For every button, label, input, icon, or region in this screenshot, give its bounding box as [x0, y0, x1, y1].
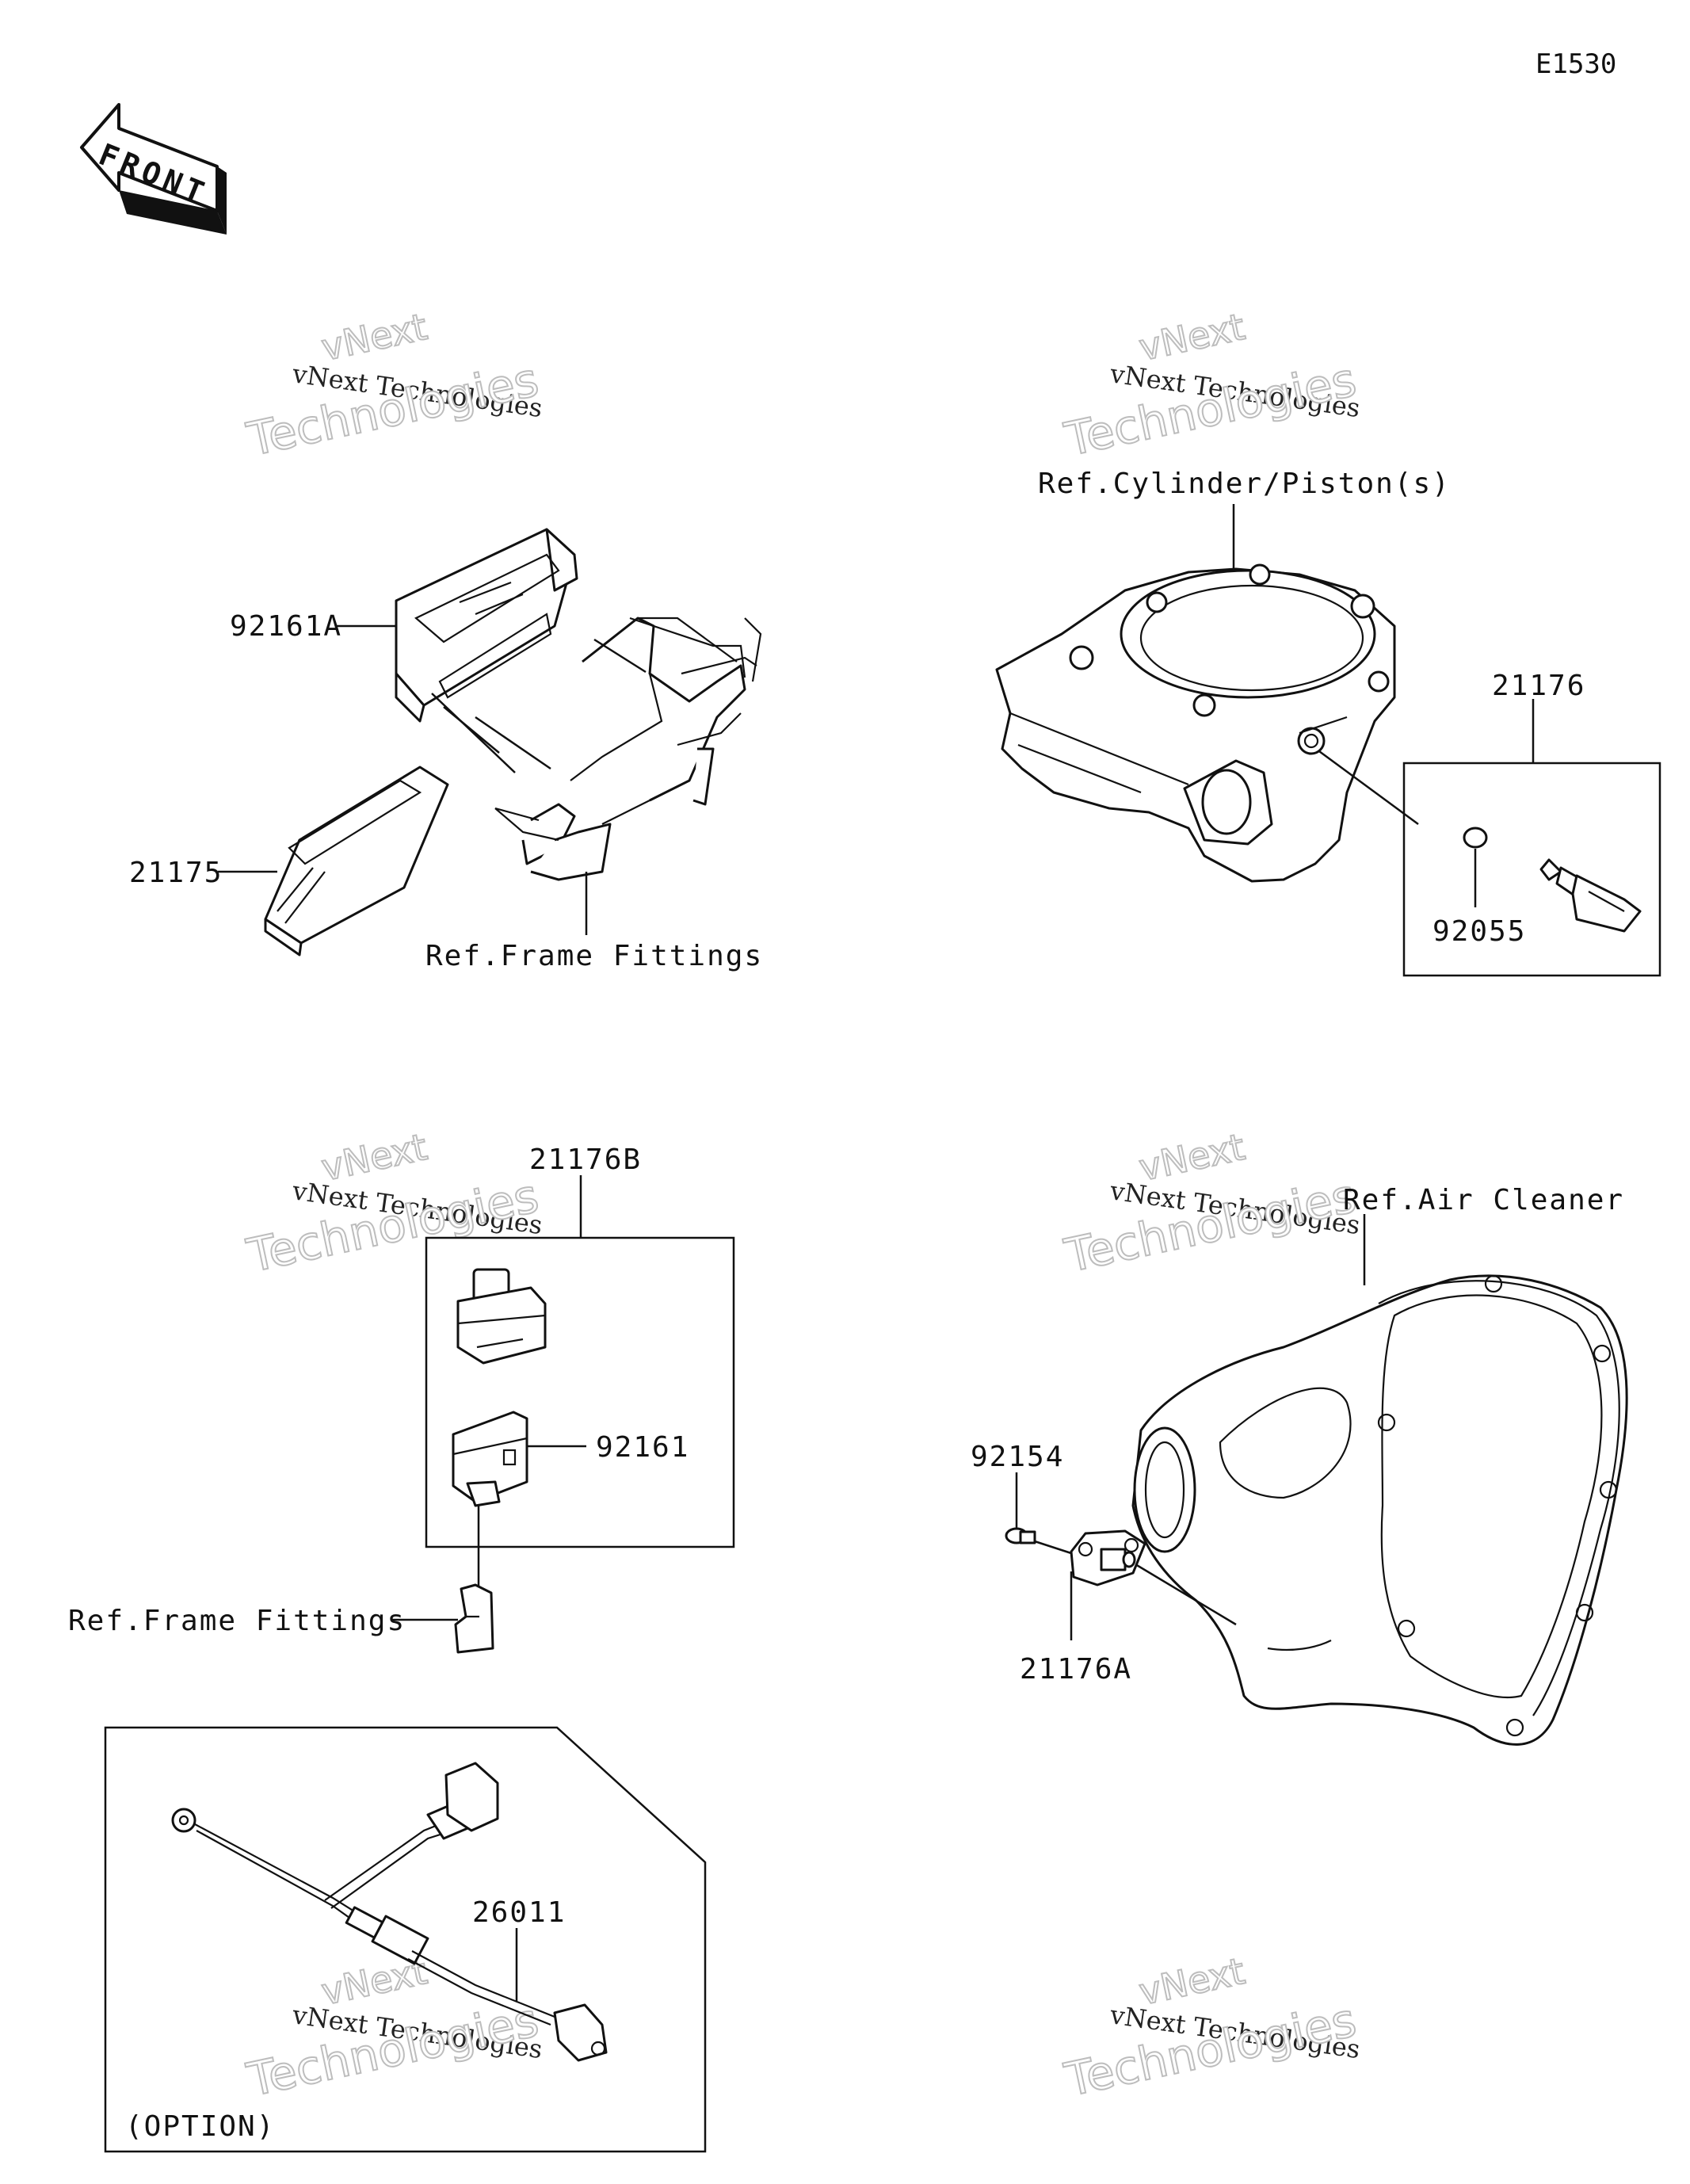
ecu-bracket — [494, 617, 762, 881]
label-92161A: 92161A — [230, 610, 342, 643]
diagram-code: E1530 — [1535, 48, 1616, 80]
ecu-cover-92161A — [395, 528, 578, 723]
watermark: vNext vNext Technologies Technologies — [242, 304, 544, 468]
ecu-unit-21175 — [264, 766, 449, 956]
air-cleaner-housing — [1131, 1274, 1628, 1746]
cylinder — [995, 563, 1396, 883]
connector-cap — [456, 1268, 547, 1365]
label-21175: 21175 — [129, 857, 223, 889]
label-92055: 92055 — [1432, 915, 1526, 948]
label-92154: 92154 — [971, 1441, 1064, 1473]
front-arrow-icon: FRONT — [80, 103, 227, 235]
wiring-harness-26011 — [171, 1762, 608, 2062]
watermark: vNext vNext Technologies Technologies — [1059, 304, 1362, 468]
connector-92161 — [452, 1411, 528, 1507]
svg-text:Technologies: Technologies — [242, 1993, 544, 2107]
svg-text:vNext: vNext — [1135, 305, 1249, 369]
group-box-21176 — [1402, 762, 1661, 977]
screw-92154 — [1005, 1527, 1036, 1544]
label-21176B: 21176B — [529, 1144, 642, 1176]
svg-text:vNext: vNext — [1135, 1125, 1249, 1189]
label-ref-frame-fittings-2: Ref.Frame Fittings — [68, 1605, 406, 1637]
frame-clip — [454, 1583, 494, 1654]
label-21176A: 21176A — [1020, 1653, 1132, 1686]
svg-text:vNext: vNext — [318, 1125, 431, 1189]
svg-text:vNext: vNext — [318, 305, 431, 369]
svg-text:Technologies: Technologies — [242, 1169, 544, 1283]
o-ring-92055 — [1463, 827, 1488, 849]
label-ref-frame-fittings-1: Ref.Frame Fittings — [425, 940, 763, 972]
label-option: (OPTION) — [125, 2110, 275, 2143]
label-92161: 92161 — [596, 1431, 689, 1464]
svg-text:vNext: vNext — [1135, 1949, 1249, 2014]
label-ref-cylinder-piston: Ref.Cylinder/Piston(s) — [1038, 468, 1451, 500]
svg-text:Technologies: Technologies — [242, 353, 544, 467]
intake-sensor-21176A — [1070, 1529, 1146, 1586]
label-26011: 26011 — [472, 1896, 566, 1929]
watermark: vNext vNext Technologies Technologies — [1059, 1124, 1362, 1284]
temperature-sensor-21176 — [1539, 858, 1642, 933]
svg-text:Technologies: Technologies — [1060, 353, 1361, 467]
watermark: vNext vNext Technologies Technologies — [1059, 1949, 1362, 2108]
label-21176: 21176 — [1492, 670, 1585, 702]
svg-text:Technologies: Technologies — [1060, 1169, 1361, 1283]
label-ref-air-cleaner: Ref.Air Cleaner — [1343, 1184, 1624, 1216]
watermark: vNext vNext Technologies Technologies — [242, 1949, 544, 2108]
svg-text:Technologies: Technologies — [1060, 1993, 1361, 2107]
watermark: vNext vNext Technologies Technologies — [242, 1124, 544, 1284]
group-box-option — [104, 1726, 707, 2153]
group-box-21176B — [425, 1236, 735, 1548]
